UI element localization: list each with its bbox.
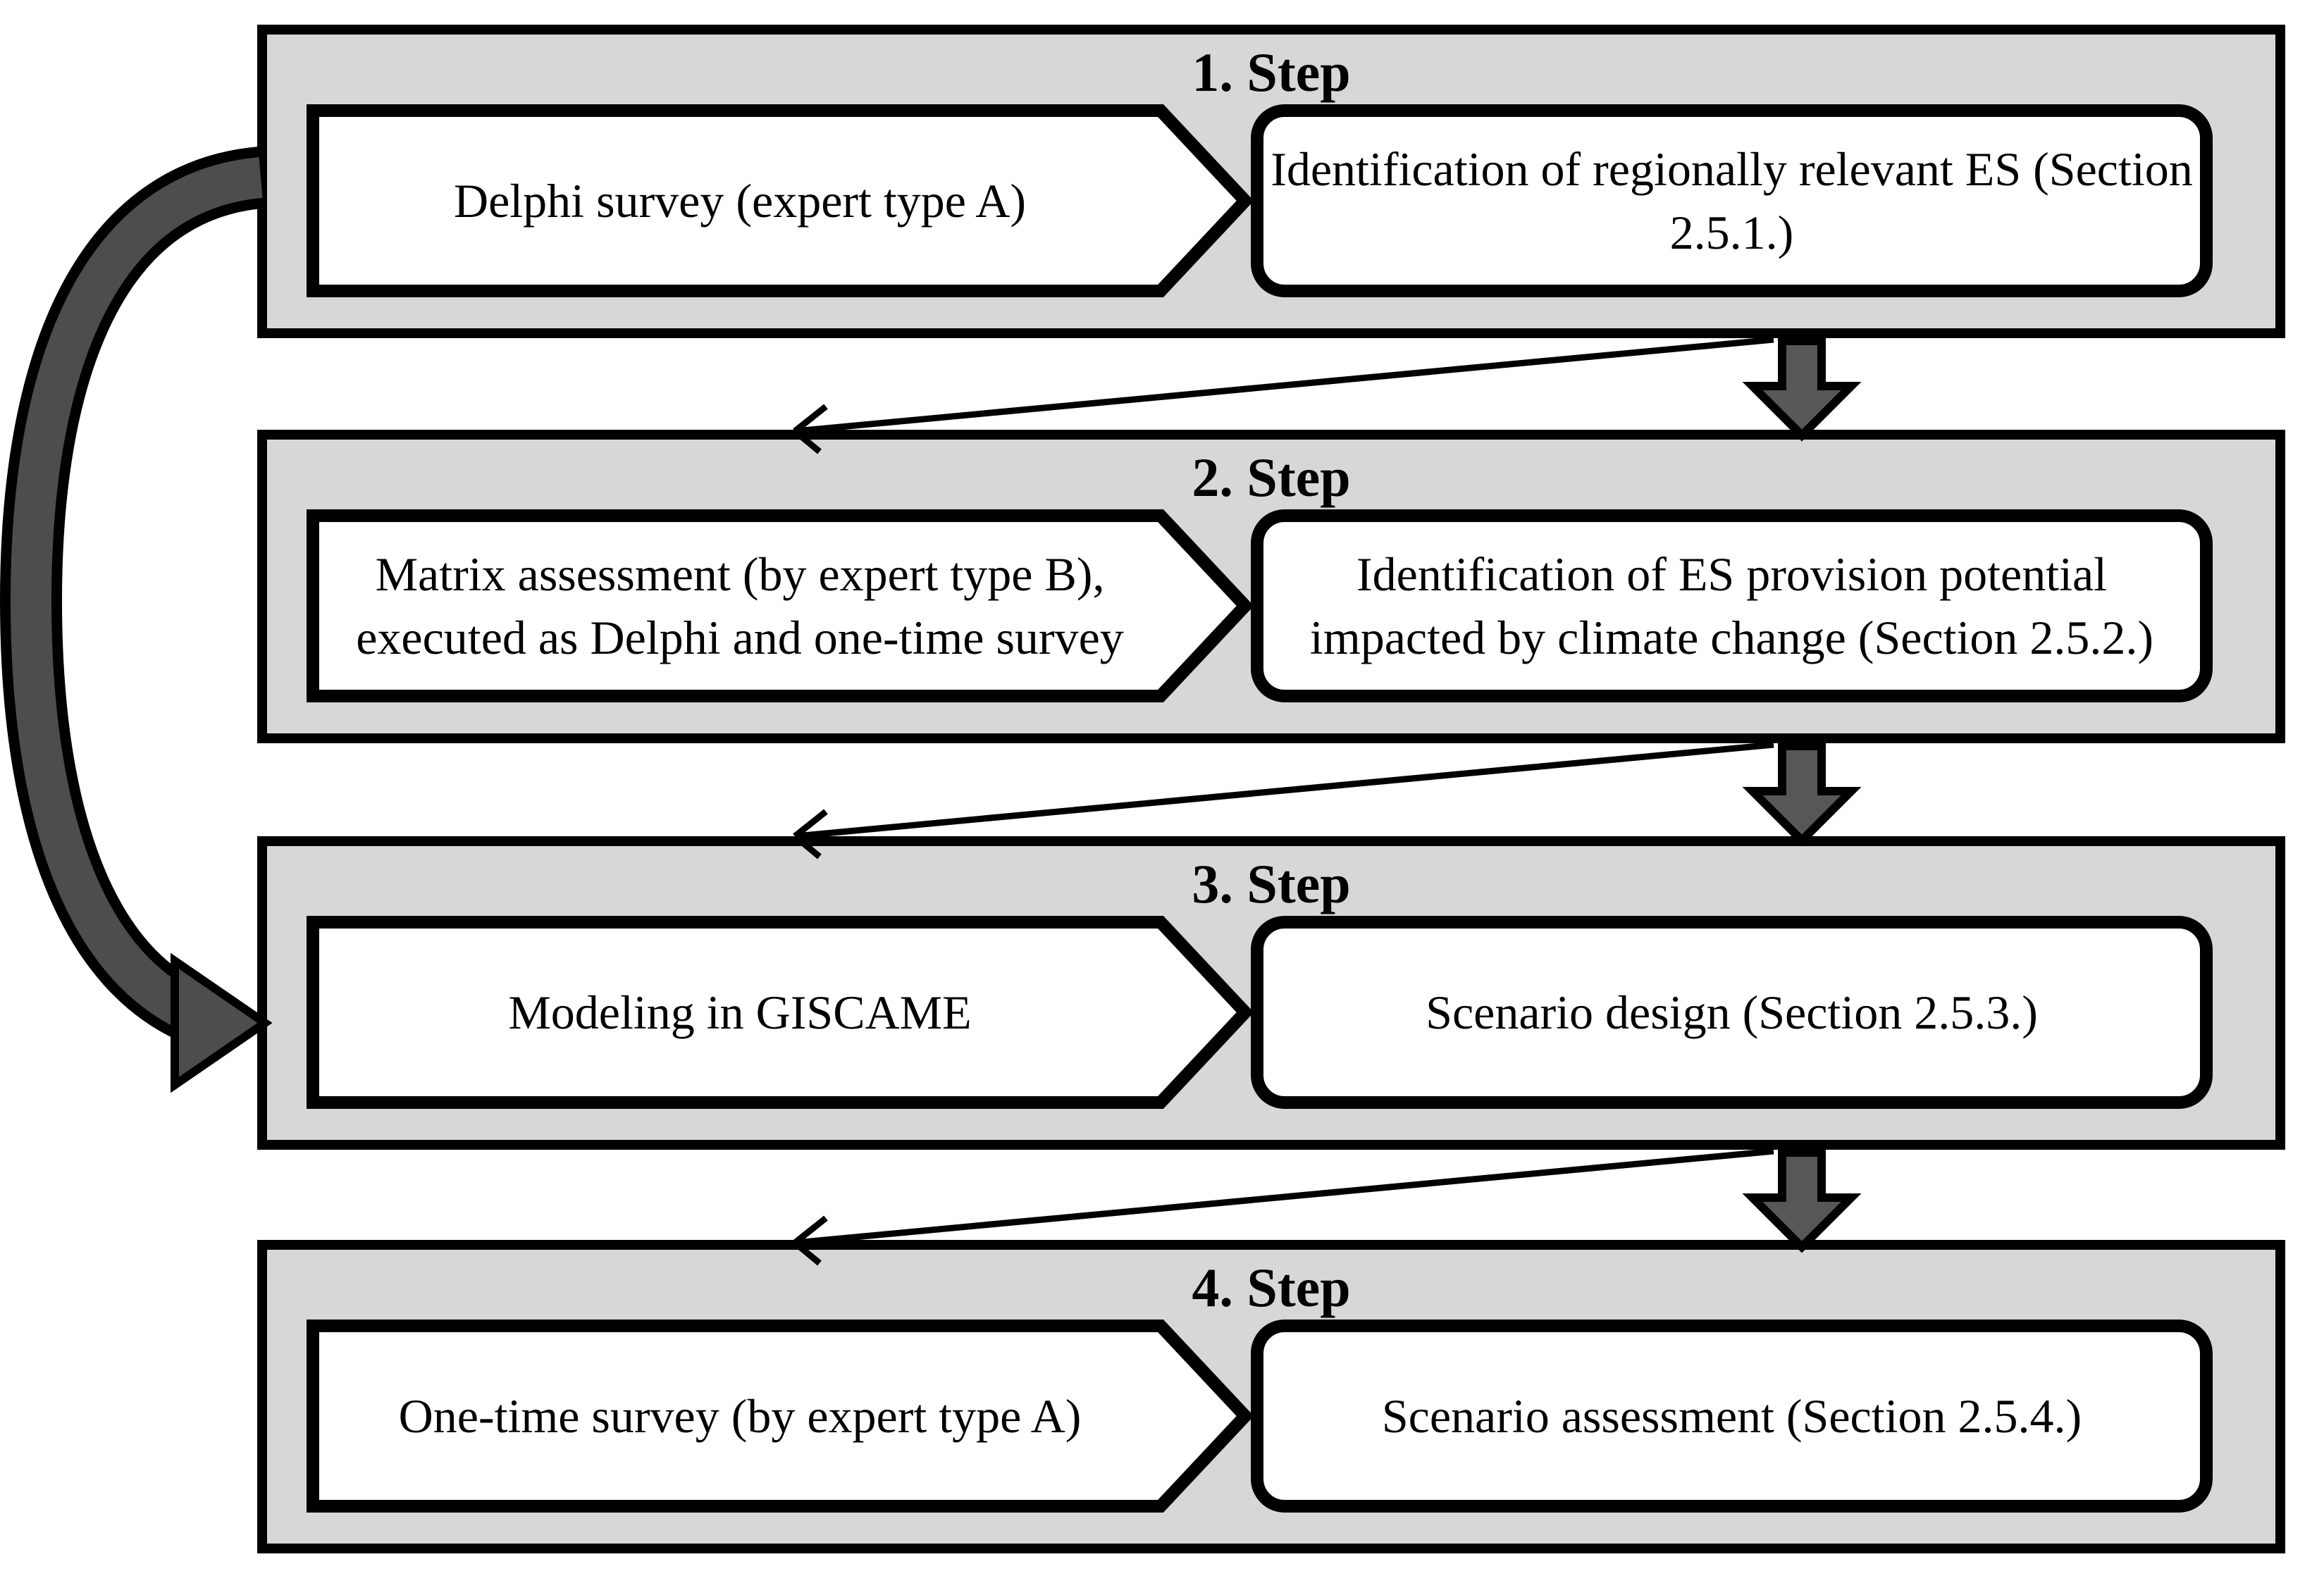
- down-block-arrow-2-icon: [1742, 742, 1862, 847]
- step-3-input-shape: Modeling in GISCAME: [307, 916, 1255, 1109]
- text-line: 2.5.1.): [1669, 206, 1794, 259]
- down-block-arrow-3-icon: [1742, 1148, 1862, 1253]
- text-line: Modeling in GISCAME: [508, 986, 972, 1039]
- step-2-output-box: Identification of ES provision potential…: [1251, 509, 2213, 702]
- text-line: Delphi survey (expert type A): [454, 174, 1026, 228]
- text-line: impacted by climate change (Section 2.5.…: [1309, 611, 2154, 664]
- step-1-input-text: Delphi survey (expert type A): [335, 104, 1145, 297]
- text-line: Scenario design (Section 2.5.3.): [1426, 986, 2038, 1039]
- step-4-input-shape: One-time survey (by expert type A): [307, 1320, 1255, 1513]
- step-4-input-text: One-time survey (by expert type A): [335, 1320, 1145, 1513]
- step-2-input-shape: Matrix assessment (by expert type B), ex…: [307, 509, 1255, 702]
- step-2-input-text: Matrix assessment (by expert type B), ex…: [335, 509, 1145, 702]
- step-3-title: 3. Step: [1192, 853, 1351, 914]
- step-4-title: 4. Step: [1192, 1257, 1351, 1318]
- step-3-input-text: Modeling in GISCAME: [335, 916, 1145, 1109]
- text-line: One-time survey (by expert type A): [398, 1389, 1082, 1443]
- text-line: Scenario assessment (Section 2.5.4.): [1381, 1389, 2082, 1443]
- step-1-title: 1. Step: [1192, 42, 1351, 103]
- text-line: Identification of ES provision potential: [1356, 547, 2108, 601]
- pentagon-arrow-icon: [307, 509, 1254, 702]
- step-4-output-box: Scenario assessment (Section 2.5.4.): [1251, 1320, 2213, 1513]
- text-line: Identification of regionally relevant ES…: [1271, 142, 2193, 196]
- loop-arrow-step1-to-step3-icon: [0, 147, 273, 1093]
- pentagon-arrow-icon: [307, 1320, 1254, 1513]
- down-block-arrow-1-icon: [1742, 337, 1862, 442]
- step-1-input-shape: Delphi survey (expert type A): [307, 104, 1255, 297]
- step-2-title: 2. Step: [1192, 447, 1351, 508]
- pentagon-arrow-icon: [307, 916, 1254, 1109]
- text-line: executed as Delphi and one-time survey: [356, 611, 1124, 664]
- text-line: Matrix assessment (by expert type B),: [375, 547, 1105, 601]
- step-1-output-box: Identification of regionally relevant ES…: [1251, 104, 2213, 297]
- pentagon-arrow-icon: [307, 104, 1254, 297]
- step-3-output-box: Scenario design (Section 2.5.3.): [1251, 916, 2213, 1109]
